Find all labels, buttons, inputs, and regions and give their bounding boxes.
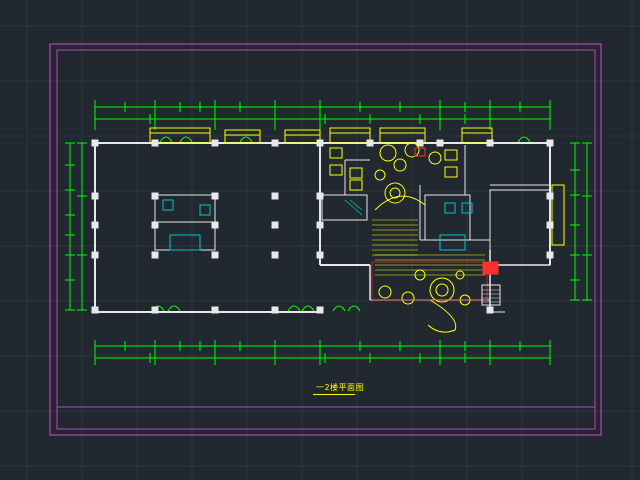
round-table	[378, 285, 392, 299]
north-window	[284, 129, 321, 144]
column	[436, 139, 444, 147]
drawing-title-underline	[313, 394, 355, 395]
north-window	[461, 127, 493, 144]
door-swing	[332, 305, 346, 312]
column	[546, 192, 554, 200]
column	[316, 192, 324, 200]
inner-frame	[56, 49, 596, 430]
drawing-title: 一2楼平面图	[315, 383, 365, 392]
stair-hatch	[199, 204, 211, 216]
furniture-layout	[162, 142, 501, 333]
curved-counter	[374, 195, 426, 211]
hatch-line	[344, 199, 363, 216]
column	[546, 139, 554, 147]
column	[211, 306, 219, 314]
column	[366, 139, 374, 147]
door-swing	[167, 305, 181, 312]
column	[271, 251, 279, 259]
chair	[444, 166, 458, 178]
door-swing	[517, 136, 531, 143]
column	[486, 139, 494, 147]
chair	[349, 167, 363, 179]
column	[91, 221, 99, 229]
north-window	[149, 127, 211, 144]
column	[151, 192, 159, 200]
accent-marker	[482, 261, 499, 275]
column	[151, 221, 159, 229]
hatch-line	[349, 199, 363, 211]
door-swing	[287, 305, 301, 312]
round-table	[428, 151, 442, 165]
office-room	[321, 194, 368, 221]
column	[151, 251, 159, 259]
chair	[329, 164, 343, 176]
outer-frame	[49, 43, 602, 436]
accent-border	[371, 261, 488, 301]
column	[271, 306, 279, 314]
column	[211, 221, 219, 229]
round-table	[429, 277, 455, 303]
structural-columns	[91, 139, 554, 314]
column	[91, 192, 99, 200]
round-table	[374, 169, 386, 181]
column	[316, 221, 324, 229]
round-table	[401, 291, 415, 305]
east-room	[489, 189, 551, 266]
east-core	[424, 194, 471, 241]
round-table	[384, 182, 406, 204]
door-swing	[301, 305, 315, 312]
column	[546, 221, 554, 229]
chair	[349, 179, 363, 191]
stair-hatch	[461, 202, 473, 214]
column	[91, 139, 99, 147]
column	[211, 139, 219, 147]
north-window	[329, 127, 371, 144]
door-swing	[239, 136, 253, 143]
round-table	[393, 158, 407, 172]
chair	[444, 149, 458, 161]
column	[316, 251, 324, 259]
door-swing	[159, 136, 173, 143]
curved-stage	[427, 299, 457, 333]
stair-hatch	[162, 199, 174, 211]
east-balcony	[551, 184, 565, 246]
round-table	[404, 142, 420, 158]
north-window	[224, 129, 261, 144]
drawing-frame	[49, 43, 602, 436]
column	[211, 251, 219, 259]
door-swing	[347, 305, 361, 312]
column	[91, 306, 99, 314]
stair-block	[481, 284, 501, 306]
stair-hatch	[444, 202, 456, 214]
column	[486, 306, 494, 314]
round-table-inner	[389, 187, 401, 199]
column	[151, 306, 159, 314]
round-table	[379, 144, 397, 162]
column	[316, 306, 324, 314]
column	[316, 139, 324, 147]
column	[271, 139, 279, 147]
column	[91, 251, 99, 259]
column	[211, 192, 219, 200]
column	[151, 139, 159, 147]
chair	[329, 147, 343, 159]
round-table-inner	[435, 283, 449, 297]
dimension-lines	[65, 100, 592, 365]
north-window	[379, 127, 426, 144]
column	[416, 139, 424, 147]
column	[546, 251, 554, 259]
column	[271, 221, 279, 229]
west-core-elevator	[169, 234, 201, 251]
door-swing	[179, 136, 193, 143]
east-core-elevator	[439, 234, 466, 251]
column	[271, 192, 279, 200]
accent-marker	[414, 147, 426, 157]
